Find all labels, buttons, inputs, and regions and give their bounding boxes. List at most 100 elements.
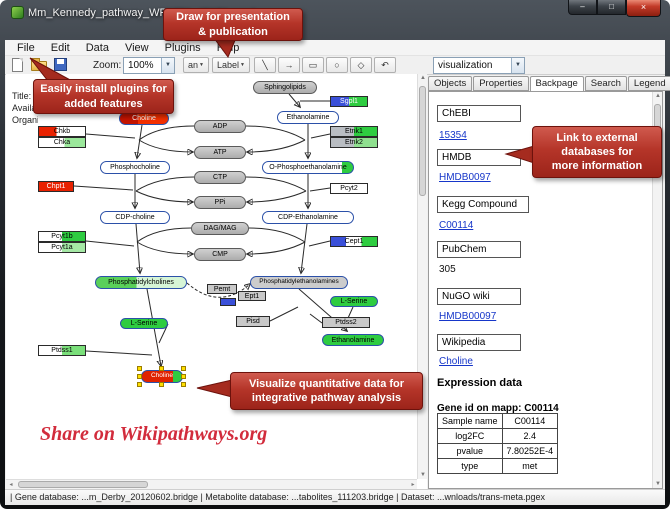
arrow-tool-button[interactable]: →	[278, 57, 300, 73]
edge-cofactor-arc[interactable]	[138, 139, 193, 152]
scroll-down-icon[interactable]: ▼	[655, 481, 661, 487]
node-l-serine-right[interactable]: L-Serine	[330, 296, 378, 307]
scrollbar-thumb[interactable]	[419, 86, 426, 196]
edge-cofactor-arc[interactable]	[136, 241, 193, 254]
rectangle-tool-button[interactable]: ▭	[302, 57, 324, 73]
edge[interactable]	[308, 240, 331, 247]
menu-file[interactable]: File	[17, 41, 35, 54]
edge[interactable]	[137, 124, 143, 158]
node-ept1[interactable]: Ept1	[238, 291, 266, 301]
nugo-id-link[interactable]: HMDB00097	[439, 311, 497, 322]
node-chka[interactable]: Chka	[38, 137, 86, 148]
node-sgpl1[interactable]: Sgpl1	[330, 96, 368, 107]
chevron-down-icon[interactable]: ▼	[161, 58, 174, 73]
close-button[interactable]: ×	[626, 0, 661, 17]
node-ethanolamine-bottom[interactable]: Ethanolamine	[322, 334, 384, 346]
node-cept1[interactable]: Cept1	[330, 236, 378, 247]
selection-handle[interactable]	[137, 382, 142, 387]
open-folder-icon[interactable]	[31, 58, 47, 71]
node-dag-mag[interactable]: DAG/MAG	[191, 222, 249, 235]
edge-cofactor-arc[interactable]	[245, 176, 307, 192]
minimize-button[interactable]: –	[568, 0, 597, 15]
selection-handle[interactable]	[181, 382, 186, 387]
tab-search[interactable]: Search	[584, 76, 627, 91]
edge-cofactor-arc[interactable]	[247, 190, 307, 202]
node-small-blue[interactable]	[220, 298, 236, 306]
node-pcyt1a[interactable]: Pcyt1a	[38, 242, 86, 253]
menu-help[interactable]: Help	[216, 41, 240, 54]
edge-cofactor-arc[interactable]	[135, 190, 193, 202]
menu-plugins[interactable]: Plugins	[164, 41, 201, 54]
tab-legend[interactable]: Legend	[627, 76, 670, 91]
scrollbar-thumb[interactable]	[18, 481, 148, 488]
datanode-tool-button[interactable]: an▼	[183, 57, 209, 73]
edge-cofactor-arc[interactable]	[136, 227, 192, 243]
node-ptdss1[interactable]: Ptdss1	[38, 345, 86, 356]
edge[interactable]	[85, 133, 136, 139]
node-pisd[interactable]: Pisd	[236, 316, 270, 327]
node-atp[interactable]: ATP	[194, 146, 246, 159]
node-ppi[interactable]: PPi	[194, 196, 246, 209]
edge[interactable]	[301, 223, 308, 273]
edge-cofactor-arc[interactable]	[245, 125, 306, 141]
node-chkb[interactable]: Chkb	[38, 126, 86, 137]
edge[interactable]	[310, 133, 331, 139]
label-tool-button[interactable]: Label▼	[212, 57, 250, 73]
edge-dashed[interactable]	[186, 282, 250, 298]
selection-handle[interactable]	[137, 374, 142, 379]
node-cdp-choline[interactable]: CDP-choline	[100, 211, 170, 224]
line-tool-button[interactable]: ╲	[254, 57, 276, 73]
shape-tool-button[interactable]: ◇	[350, 57, 372, 73]
node-pcyt1b[interactable]: Pcyt1b	[38, 231, 86, 242]
chevron-down-icon[interactable]: ▼	[511, 58, 524, 73]
edge-cofactor-arc[interactable]	[248, 227, 306, 243]
node-cdp-ethanolamine[interactable]: CDP-Ethanolamine	[262, 211, 354, 224]
node-phosphocholine[interactable]: Phosphocholine	[100, 161, 170, 174]
tab-backpage[interactable]: Backpage	[529, 76, 584, 92]
edge-cofactor-arc[interactable]	[247, 139, 306, 152]
kegg-id-link[interactable]: C00114	[439, 220, 474, 231]
node-ethanolamine-top[interactable]: Ethanolamine	[277, 111, 339, 124]
scroll-down-icon[interactable]: ▼	[420, 472, 426, 478]
scroll-up-icon[interactable]: ▲	[655, 93, 661, 99]
edge[interactable]	[309, 313, 323, 324]
tab-properties[interactable]: Properties	[473, 76, 529, 91]
selection-handle[interactable]	[159, 366, 164, 371]
node-adp[interactable]: ADP	[194, 120, 246, 133]
node-o-phosphoethanolamine[interactable]: O-Phosphoethanolamine	[262, 161, 354, 174]
selection-handle[interactable]	[137, 366, 142, 371]
visualization-combobox[interactable]: visualization ▼	[433, 57, 525, 74]
scroll-right-icon[interactable]: ▸	[411, 482, 415, 488]
node-l-serine-left[interactable]: L-Serine	[120, 318, 168, 329]
new-file-icon[interactable]	[12, 58, 23, 72]
edge[interactable]	[309, 187, 331, 192]
node-sphingolipids[interactable]: Sphingolipids	[253, 81, 317, 94]
node-etnk1[interactable]: Etnk1	[330, 126, 378, 137]
edge[interactable]	[288, 93, 300, 107]
menu-edit[interactable]: Edit	[50, 41, 70, 54]
node-pcyt2[interactable]: Pcyt2	[330, 183, 368, 194]
wikipedia-link[interactable]: Choline	[439, 356, 473, 367]
pathway-canvas[interactable]: Title: Availab Organis	[6, 74, 427, 489]
zoom-combobox[interactable]: 100% ▼	[123, 57, 175, 74]
edge[interactable]	[135, 223, 140, 273]
canvas-vertical-scrollbar[interactable]: ▲ ▼	[417, 74, 427, 479]
node-ptdss2[interactable]: Ptdss2	[322, 317, 370, 328]
oval-tool-button[interactable]: ○	[326, 57, 348, 73]
node-chpt1[interactable]: Chpt1	[38, 181, 74, 192]
undo-button[interactable]: ↶	[374, 57, 396, 73]
edge-cofactor-arc[interactable]	[138, 125, 195, 141]
node-cmp[interactable]: CMP	[194, 248, 246, 261]
node-etnk2[interactable]: Etnk2	[330, 137, 378, 148]
edge[interactable]	[85, 240, 135, 247]
menu-data[interactable]: Data	[85, 41, 109, 54]
edge[interactable]	[269, 306, 299, 322]
node-pemt[interactable]: Pemt	[207, 284, 237, 294]
edge-cofactor-arc[interactable]	[247, 241, 306, 254]
node-ctp[interactable]: CTP	[194, 171, 246, 184]
selection-handle[interactable]	[159, 382, 164, 387]
scroll-up-icon[interactable]: ▲	[420, 75, 426, 81]
edge-cofactor-arc[interactable]	[135, 176, 195, 192]
scroll-left-icon[interactable]: ◂	[9, 482, 13, 488]
save-icon[interactable]	[54, 58, 67, 71]
